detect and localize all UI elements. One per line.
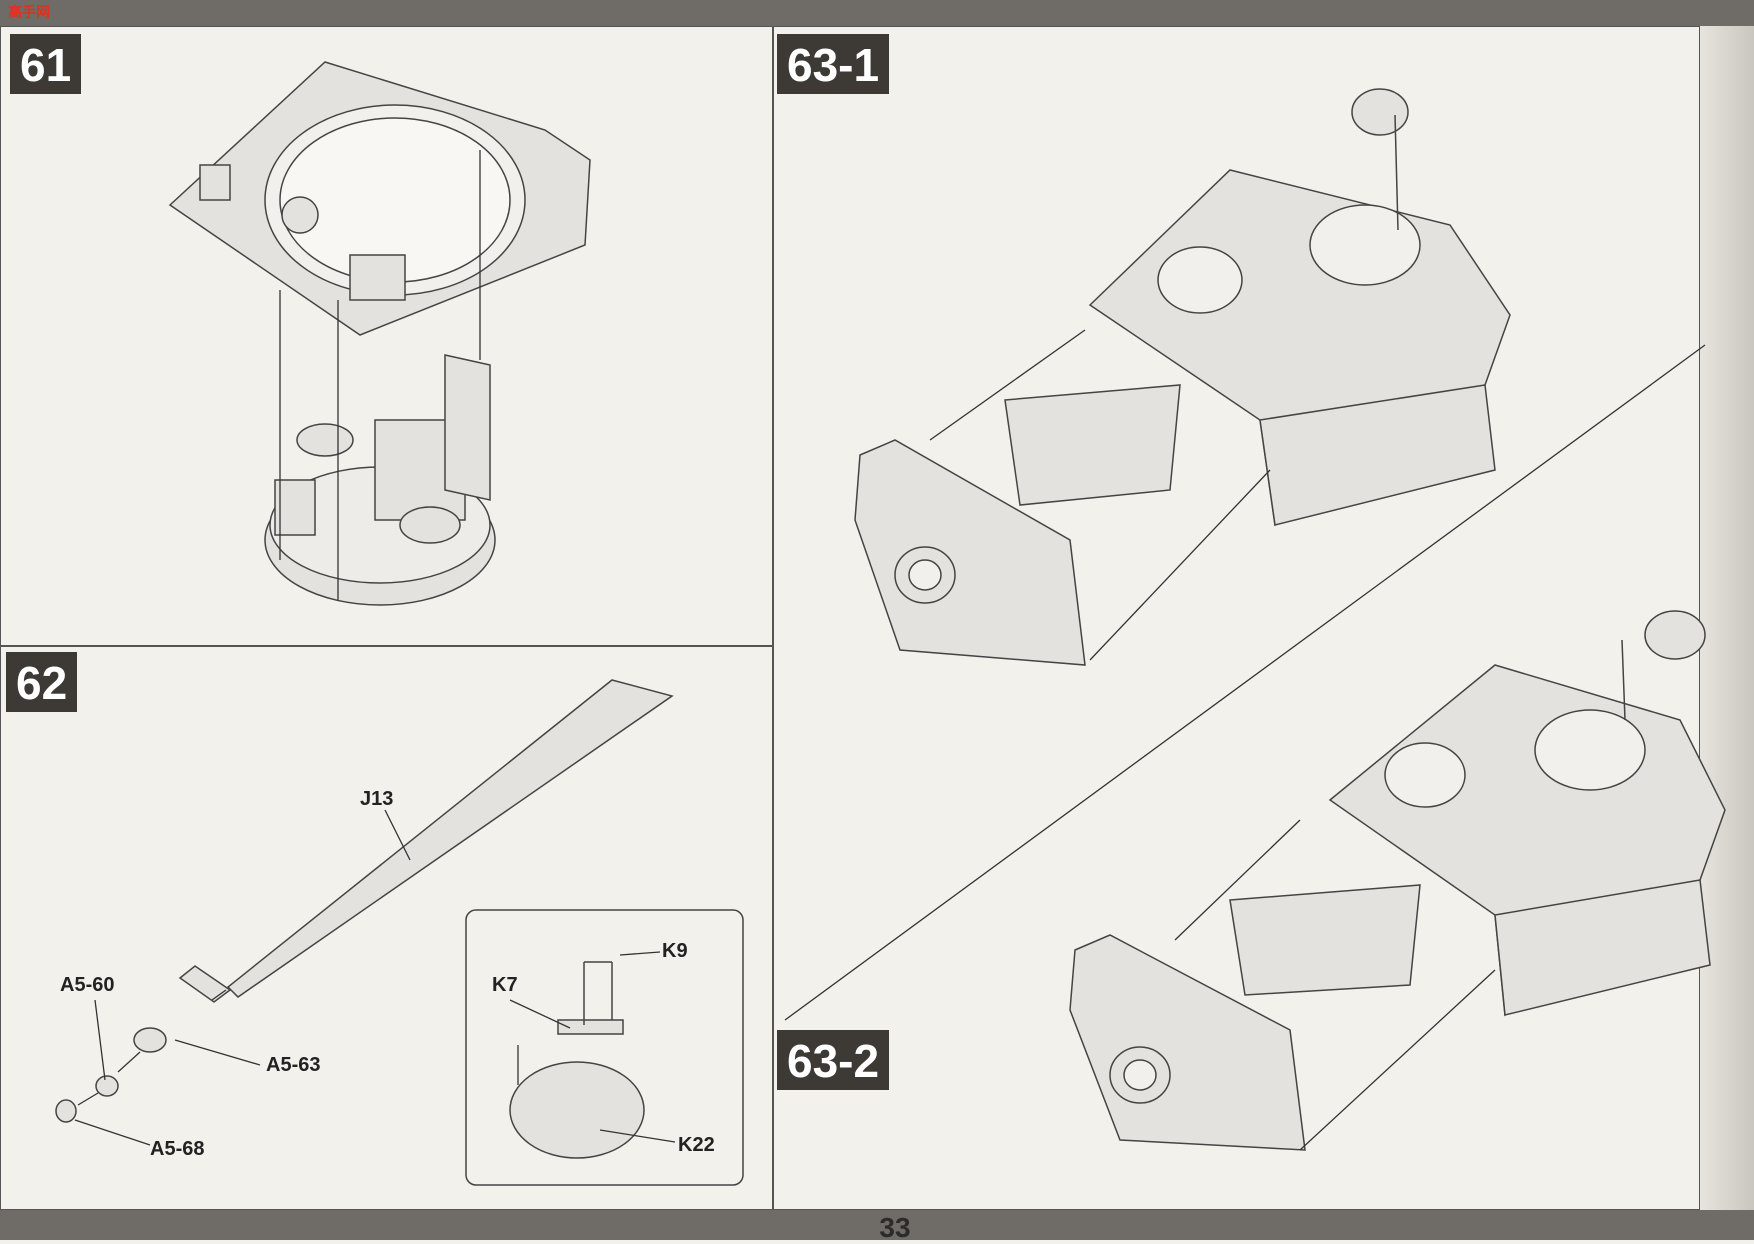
turret-basket	[264, 354, 496, 606]
part-label-a5-60: A5-60	[60, 974, 115, 996]
panel-step-62	[0, 646, 773, 1210]
part-label-j13: J13	[360, 788, 394, 810]
part-label-k7: K7	[492, 974, 518, 996]
step-badge-63-2: 63-2	[777, 1030, 890, 1090]
part-label-k9: K9	[662, 940, 688, 962]
page-number: 33	[879, 1212, 911, 1243]
part-label-k22: K22	[678, 1134, 715, 1156]
bottom-bar	[0, 1210, 1754, 1240]
assembly-guide-lines	[74, 150, 1706, 1151]
inset-detail-box	[465, 909, 744, 1186]
part-label-a5-68: A5-68	[150, 1138, 205, 1160]
step-badge-61: 61	[10, 34, 82, 94]
top-bar	[0, 0, 1754, 26]
gun-barrel-j13	[55, 679, 674, 1123]
site-logo: 高手网	[8, 4, 50, 20]
part-label-a5-63: A5-63	[266, 1054, 321, 1076]
panel-step-63	[773, 26, 1700, 1210]
turret-assembly-63-2	[1328, 610, 1726, 1017]
panel-step-61	[0, 26, 773, 646]
turret-roof-plate	[168, 61, 591, 336]
step-badge-63-1: 63-1	[777, 34, 890, 94]
turret-mantlet-63-2	[1069, 884, 1421, 1151]
turret-assembly-63-1	[1088, 88, 1511, 527]
turret-mantlet-63-1	[854, 384, 1181, 666]
page-spine-shadow	[1700, 26, 1754, 1210]
step-badge-62: 62	[6, 652, 78, 712]
